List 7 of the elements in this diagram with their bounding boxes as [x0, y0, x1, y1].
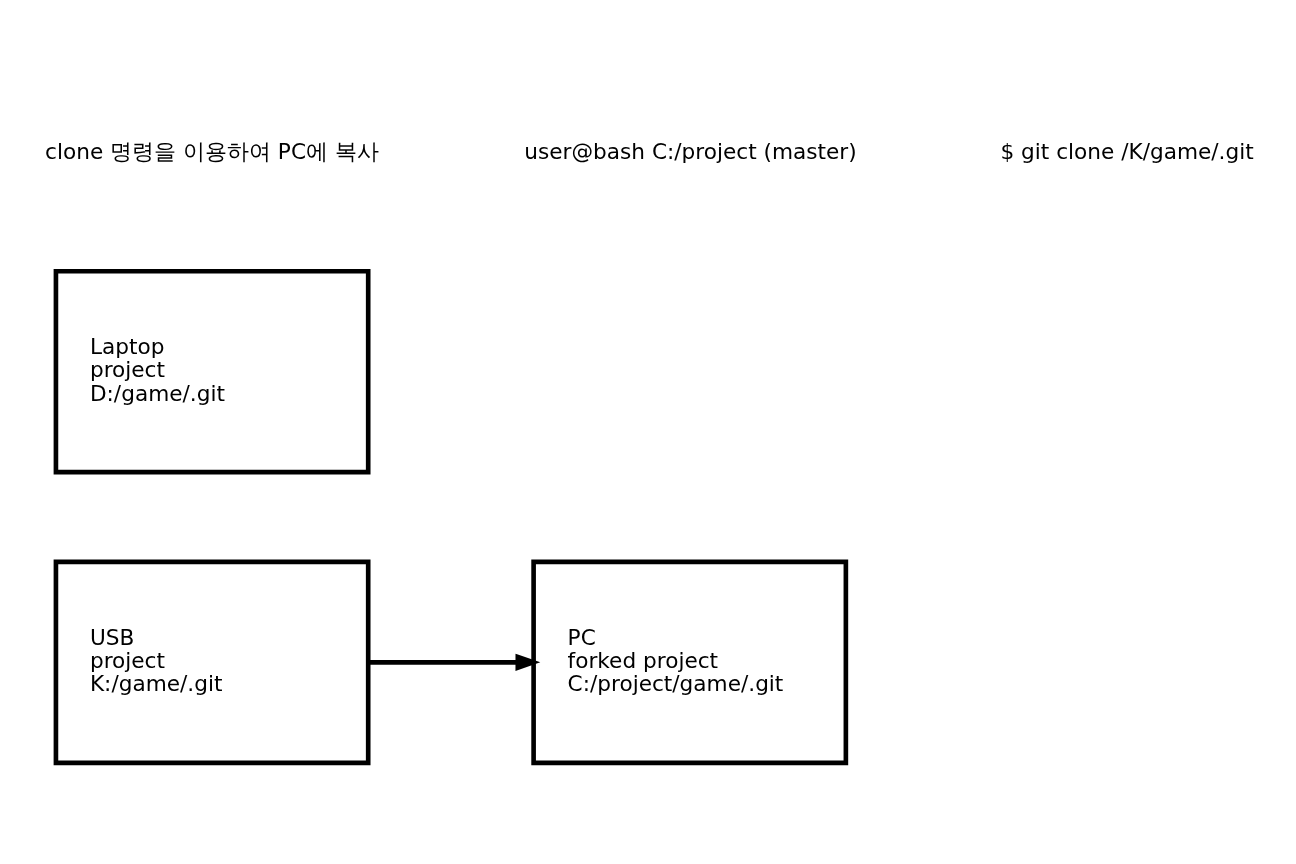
node-box: Laptop project D:/game/.git: [53, 268, 371, 475]
node-box: USB project K:/game/.git: [53, 559, 371, 766]
node-box: PC forked project C:/project/game/.git: [531, 559, 849, 766]
label: user@bash C:/project (master): [524, 139, 857, 165]
arrow: [368, 653, 541, 672]
label: $ git clone /K/game/.git: [1000, 139, 1254, 165]
label: clone 명령을 이용하여 PC에 복사: [45, 139, 379, 165]
